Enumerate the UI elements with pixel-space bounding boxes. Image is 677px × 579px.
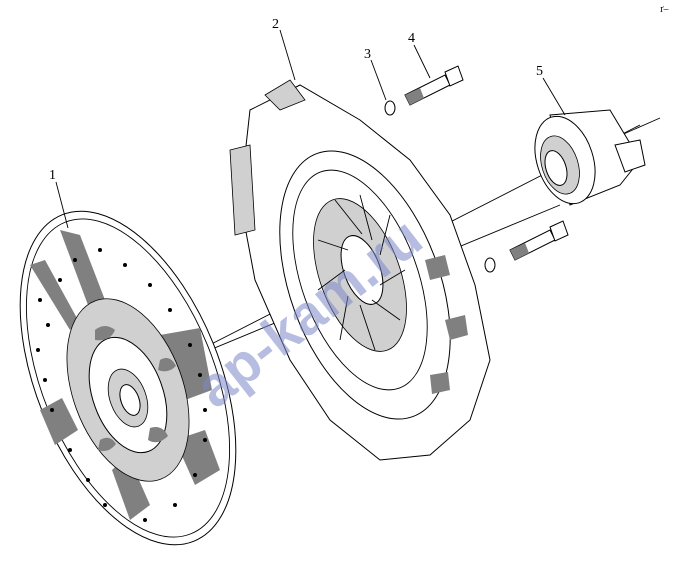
callout-1: 1	[49, 168, 56, 183]
release-bearing	[534, 109, 646, 206]
callout-4: 4	[408, 31, 415, 46]
leader-lines	[55, 29, 566, 229]
bolt	[404, 65, 569, 261]
callout-3: 3	[364, 47, 371, 62]
clutch-disc	[19, 210, 237, 546]
washer	[384, 100, 496, 273]
pressure-plate-cover	[229, 79, 491, 461]
callout-2: 2	[272, 17, 279, 32]
callout-5: 5	[536, 64, 543, 79]
corner-mark: ґ–	[660, 4, 670, 15]
